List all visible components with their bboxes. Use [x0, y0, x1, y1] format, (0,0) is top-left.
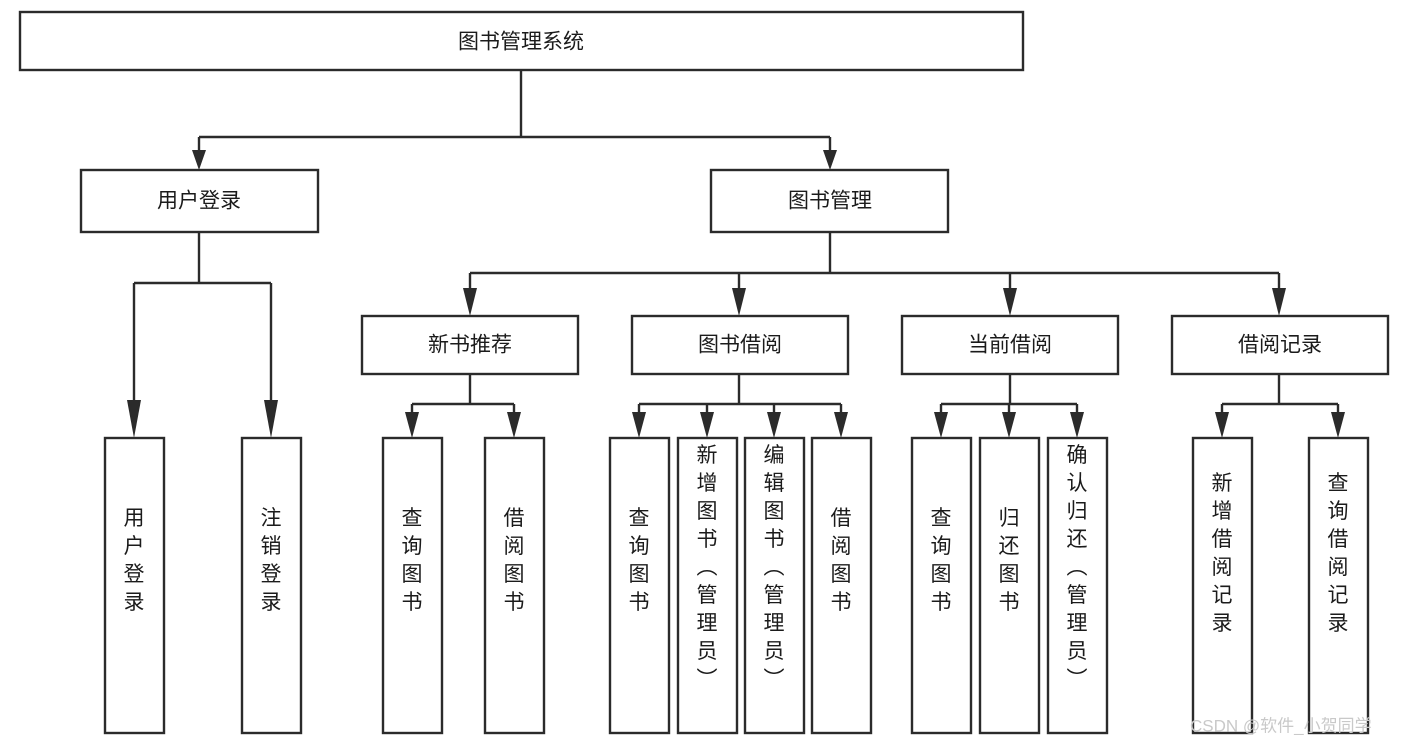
- arrow-to-leaf-query-book-2: [632, 412, 646, 438]
- node-leaf-query-book-1-box[interactable]: [381, 436, 444, 735]
- node-current-borrow[interactable]: 当前借阅: [900, 314, 1120, 376]
- arrow-to-current-borrow: [1003, 288, 1017, 316]
- node-borrow-record[interactable]: 借阅记录: [1170, 314, 1390, 376]
- node-leaf-query-book-3-label: 查询图书: [931, 507, 952, 614]
- node-leaf-user-logout-box[interactable]: [240, 436, 303, 735]
- node-leaf-query-record[interactable]: 查询借阅记录: [1307, 436, 1370, 735]
- node-leaf-query-book-3-box[interactable]: [910, 436, 973, 735]
- arrow-to-leaf-add-record: [1215, 412, 1229, 438]
- node-borrow-record-box[interactable]: [1170, 314, 1390, 376]
- node-book-manage-label: 图书管理: [788, 190, 872, 213]
- arrow-to-leaf-confirm-return: [1070, 412, 1084, 438]
- arrow-to-leaf-borrow-book-1: [507, 412, 521, 438]
- arrow-to-leaf-return-book: [1002, 412, 1016, 438]
- arrow-to-leaf-query-book-1: [405, 412, 419, 438]
- arrow-to-leaf-add-book: [700, 412, 714, 438]
- node-leaf-borrow-book-2-label: 借阅图书: [831, 507, 852, 614]
- node-book-borrow[interactable]: 图书借阅: [630, 314, 850, 376]
- arrow-to-leaf-borrow-book-2: [834, 412, 848, 438]
- node-leaf-user-logout[interactable]: 注销登录: [240, 436, 303, 735]
- node-book-borrow-label: 图书借阅: [698, 334, 782, 357]
- node-current-borrow-box[interactable]: [900, 314, 1120, 376]
- node-leaf-add-record-label: 新增借阅记录: [1212, 472, 1233, 635]
- node-leaf-query-book-2-box[interactable]: [608, 436, 671, 735]
- node-leaf-query-book-2-label: 查询图书: [629, 507, 650, 614]
- node-user-login[interactable]: 用户登录: [79, 168, 320, 234]
- arrow-to-book-borrow: [732, 288, 746, 316]
- leaf-layer: 用户登录 注销登录 查询图书 借阅图书 查询图书 新增图书︵管理员︶: [103, 436, 1370, 735]
- node-leaf-confirm-return-label: 确认归还︵管理员︶: [1067, 444, 1088, 691]
- node-book-manage-box[interactable]: [709, 168, 950, 234]
- node-book-borrow-box[interactable]: [630, 314, 850, 376]
- node-leaf-borrow-book-2[interactable]: 借阅图书: [810, 436, 873, 735]
- node-leaf-add-book-box[interactable]: [676, 436, 739, 735]
- node-book-manage[interactable]: 图书管理: [709, 168, 950, 234]
- node-user-login-box[interactable]: [79, 168, 320, 234]
- node-new-book-recommend-label: 新书推荐: [428, 334, 512, 357]
- node-leaf-query-book-3[interactable]: 查询图书: [910, 436, 973, 735]
- arrow-to-book-manage: [823, 150, 837, 170]
- node-user-login-label: 用户登录: [157, 190, 241, 213]
- watermark-label: CSDN @软件_小贺同学: [1190, 716, 1372, 735]
- node-leaf-add-record-box[interactable]: [1191, 436, 1254, 735]
- node-leaf-edit-book-box[interactable]: [743, 436, 806, 735]
- node-root-box[interactable]: [18, 10, 1025, 72]
- node-leaf-edit-book[interactable]: 编辑图书︵管理员︶: [743, 436, 806, 735]
- node-new-book-recommend-box[interactable]: [360, 314, 580, 376]
- node-leaf-user-logout-label: 注销登录: [261, 507, 282, 614]
- node-leaf-query-record-box[interactable]: [1307, 436, 1370, 735]
- node-leaf-query-book-1[interactable]: 查询图书: [381, 436, 444, 735]
- node-leaf-borrow-book-2-box[interactable]: [810, 436, 873, 735]
- node-leaf-borrow-book-1-label: 借阅图书: [504, 507, 525, 614]
- node-current-borrow-label: 当前借阅: [968, 334, 1052, 357]
- node-leaf-query-record-label: 查询借阅记录: [1328, 472, 1349, 635]
- node-leaf-add-record[interactable]: 新增借阅记录: [1191, 436, 1254, 735]
- node-leaf-user-login-box[interactable]: [103, 436, 166, 735]
- node-leaf-user-login-label: 用户登录: [124, 507, 145, 614]
- node-leaf-return-book-box[interactable]: [978, 436, 1041, 735]
- node-leaf-return-book[interactable]: 归还图书: [978, 436, 1041, 735]
- node-leaf-query-book-2[interactable]: 查询图书: [608, 436, 671, 735]
- arrow-to-leaf-edit-book: [767, 412, 781, 438]
- node-leaf-confirm-return-box[interactable]: [1046, 436, 1109, 735]
- arrow-to-leaf-query-record: [1331, 412, 1345, 438]
- connector-layer: [127, 70, 1345, 438]
- node-leaf-borrow-book-1-box[interactable]: [483, 436, 546, 735]
- node-leaf-edit-book-label: 编辑图书︵管理员︶: [764, 444, 785, 691]
- arrow-to-new-book-recommend: [463, 288, 477, 316]
- arrow-to-leaf-user-login: [127, 400, 141, 438]
- node-root-label: 图书管理系统: [458, 31, 584, 54]
- node-leaf-add-book-label: 新增图书︵管理员︶: [697, 444, 718, 691]
- node-root[interactable]: 图书管理系统: [18, 10, 1025, 72]
- node-leaf-borrow-book-1[interactable]: 借阅图书: [483, 436, 546, 735]
- arrow-to-user-login: [192, 150, 206, 170]
- arrow-to-borrow-record: [1272, 288, 1286, 316]
- arrow-to-leaf-query-book-3: [934, 412, 948, 438]
- node-leaf-add-book[interactable]: 新增图书︵管理员︶: [676, 436, 739, 735]
- node-leaf-user-login[interactable]: 用户登录: [103, 436, 166, 735]
- node-leaf-confirm-return[interactable]: 确认归还︵管理员︶: [1046, 436, 1109, 735]
- node-borrow-record-label: 借阅记录: [1238, 334, 1322, 357]
- node-leaf-query-book-1-label: 查询图书: [402, 507, 423, 614]
- node-leaf-return-book-label: 归还图书: [999, 507, 1020, 614]
- arrow-to-leaf-user-logout: [264, 400, 278, 438]
- node-new-book-recommend[interactable]: 新书推荐: [360, 314, 580, 376]
